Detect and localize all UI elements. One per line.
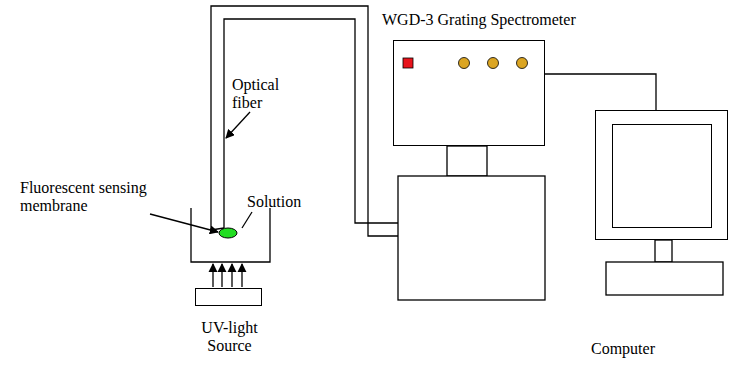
cable — [545, 74, 656, 110]
optical-fiber — [224, 19, 398, 228]
membrane-label: Fluorescent sensing membrane — [20, 179, 190, 215]
spectrometer-body — [398, 176, 545, 300]
control-knob — [517, 58, 528, 69]
computer-monitor: Computer — [595, 110, 728, 240]
control-knob — [488, 58, 499, 69]
solution-label: Solution — [247, 193, 317, 211]
beaker — [191, 208, 270, 262]
uv-rays — [213, 264, 242, 287]
light-source-box: UV-light Source — [195, 288, 262, 306]
computer-neck — [655, 240, 672, 262]
control-panel — [394, 41, 546, 147]
spectrometer-box: WGD-3 Grating Spectrometer — [393, 40, 545, 146]
optical-fiber — [211, 6, 398, 236]
computer-screen — [612, 124, 712, 228]
computer-base — [606, 262, 723, 295]
leader-line — [150, 214, 218, 232]
node-label: Computer — [591, 340, 681, 358]
sensing-membrane — [219, 228, 237, 238]
node-label: UV-light Source — [184, 319, 275, 355]
leader-line — [226, 112, 250, 138]
fiber-label: Optical fiber — [232, 76, 302, 112]
control-knob — [459, 58, 470, 69]
node-label: WGD-3 Grating Spectrometer — [382, 11, 602, 29]
power-light — [403, 58, 413, 68]
leader-line — [242, 212, 252, 228]
spectrometer-neck — [447, 146, 487, 176]
